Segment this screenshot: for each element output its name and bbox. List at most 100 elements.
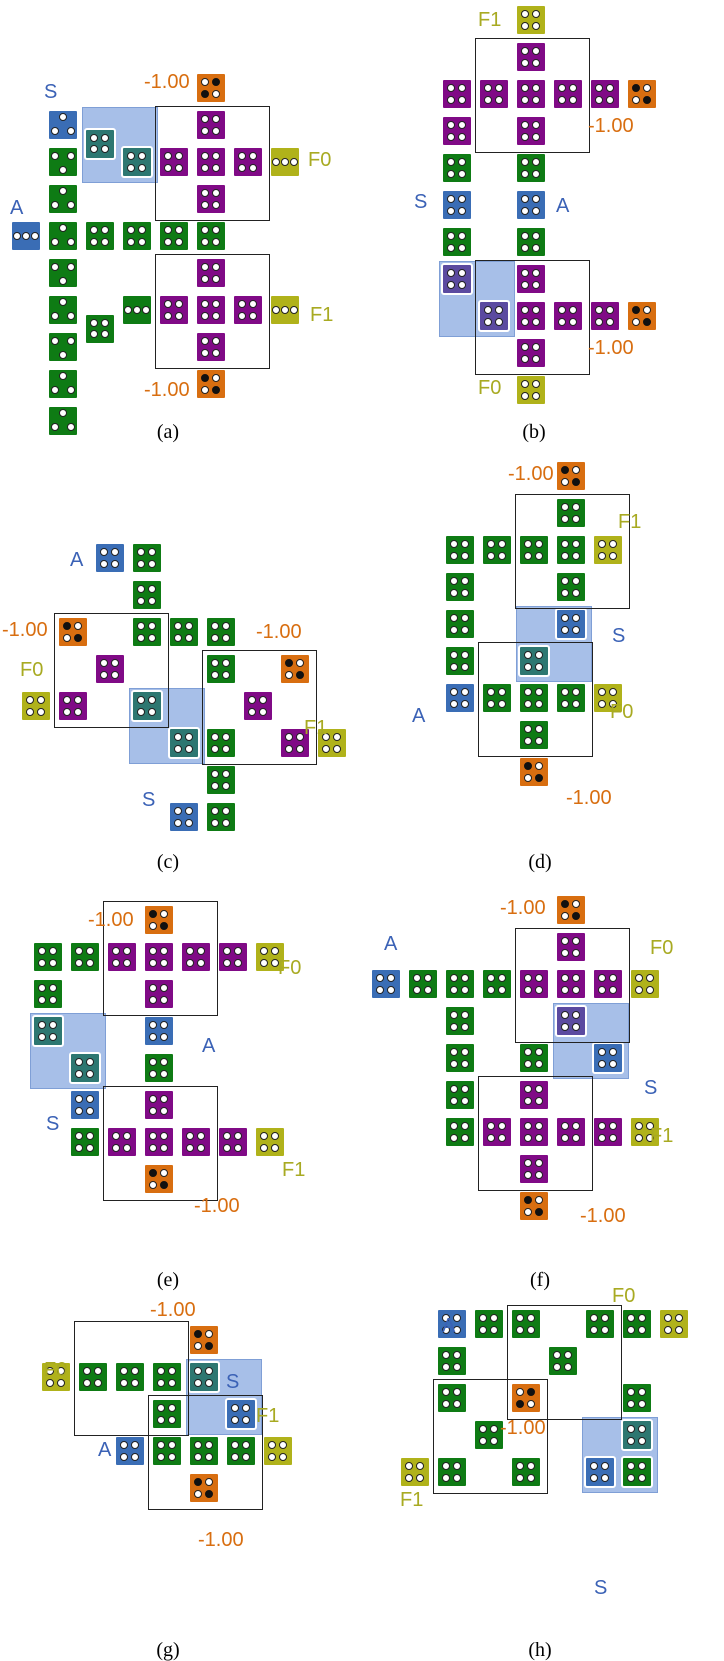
- pip: [449, 1133, 458, 1142]
- pip: [185, 1143, 194, 1152]
- pip: [498, 688, 507, 697]
- panel-caption: (b): [522, 421, 546, 443]
- tile-p: [552, 300, 584, 332]
- pip: [136, 548, 145, 557]
- pip: [272, 158, 281, 166]
- pip: [523, 688, 532, 697]
- pip: [86, 1095, 95, 1104]
- pip: [449, 577, 458, 586]
- pip: [523, 985, 532, 994]
- pip: [634, 1122, 643, 1131]
- tile-g: [131, 579, 163, 611]
- tile-p: [195, 331, 227, 363]
- pip: [523, 551, 532, 560]
- pip: [478, 1325, 487, 1334]
- tile-p: [232, 294, 264, 326]
- pip: [626, 1425, 635, 1434]
- pip: [99, 548, 108, 557]
- pip: [222, 659, 231, 668]
- pip: [222, 670, 231, 679]
- pip: [520, 84, 529, 93]
- pip: [272, 306, 281, 314]
- pip: [453, 1325, 462, 1334]
- pip: [111, 947, 120, 956]
- pip: [552, 1351, 561, 1360]
- pip: [515, 1325, 524, 1334]
- pip: [259, 958, 268, 967]
- pip: [589, 1325, 598, 1334]
- tile-p: [515, 300, 547, 332]
- pip: [461, 614, 470, 623]
- pip: [535, 1085, 544, 1094]
- pip: [560, 514, 569, 523]
- pip: [205, 1478, 214, 1487]
- pip: [210, 744, 219, 753]
- pip: [520, 58, 529, 67]
- pip: [193, 1367, 202, 1376]
- tile-vi: [441, 263, 473, 295]
- pip: [643, 95, 652, 104]
- pip: [486, 974, 495, 983]
- tile-g: [515, 226, 547, 258]
- tile-b: [515, 189, 547, 221]
- pip: [535, 540, 544, 549]
- pip: [212, 300, 221, 309]
- pip: [609, 1122, 618, 1131]
- pip: [279, 1452, 288, 1461]
- pip: [242, 1441, 251, 1450]
- pip: [594, 95, 603, 104]
- pip: [30, 232, 39, 240]
- pip: [609, 985, 618, 994]
- pip: [59, 187, 67, 196]
- tile-g: [621, 1382, 653, 1414]
- pip: [37, 958, 46, 967]
- pip: [458, 232, 467, 241]
- pip: [560, 1133, 569, 1142]
- tile-y: [629, 968, 661, 1000]
- pip: [111, 958, 120, 967]
- pip: [212, 348, 221, 357]
- pip: [461, 1011, 470, 1020]
- region-frame: [54, 613, 169, 728]
- pip: [247, 707, 256, 716]
- pip: [446, 243, 455, 252]
- pip: [535, 1133, 544, 1142]
- label-olive: F1: [310, 304, 334, 326]
- pip: [259, 707, 268, 716]
- pip: [197, 1132, 206, 1141]
- pip: [606, 317, 615, 326]
- pip: [99, 559, 108, 568]
- pip: [222, 781, 231, 790]
- pip: [222, 733, 231, 742]
- pip: [597, 699, 606, 708]
- pip: [163, 152, 172, 161]
- tile-p: [555, 931, 587, 963]
- pip: [535, 974, 544, 983]
- pip: [461, 985, 470, 994]
- pip: [532, 132, 541, 141]
- tile-b: [592, 1042, 624, 1074]
- pip: [271, 1143, 280, 1152]
- pip: [66, 385, 75, 394]
- pip: [626, 1436, 635, 1445]
- pip: [523, 540, 532, 549]
- tile-vi: [555, 1005, 587, 1037]
- pip: [163, 226, 172, 235]
- label-olive: F0: [612, 1285, 636, 1307]
- tile-p: [57, 690, 89, 722]
- pip: [560, 985, 569, 994]
- tile-o: [555, 894, 587, 926]
- pip: [230, 1452, 239, 1461]
- pip: [200, 200, 209, 209]
- pip: [148, 559, 157, 568]
- label-blue: S: [44, 81, 58, 103]
- pip: [168, 1441, 177, 1450]
- pip: [523, 773, 532, 782]
- pip: [148, 633, 157, 642]
- pip: [523, 1159, 532, 1168]
- tile-g: [131, 542, 163, 574]
- pip: [193, 1441, 202, 1450]
- pip: [638, 1425, 647, 1434]
- pip: [168, 1367, 177, 1376]
- pip: [111, 548, 120, 557]
